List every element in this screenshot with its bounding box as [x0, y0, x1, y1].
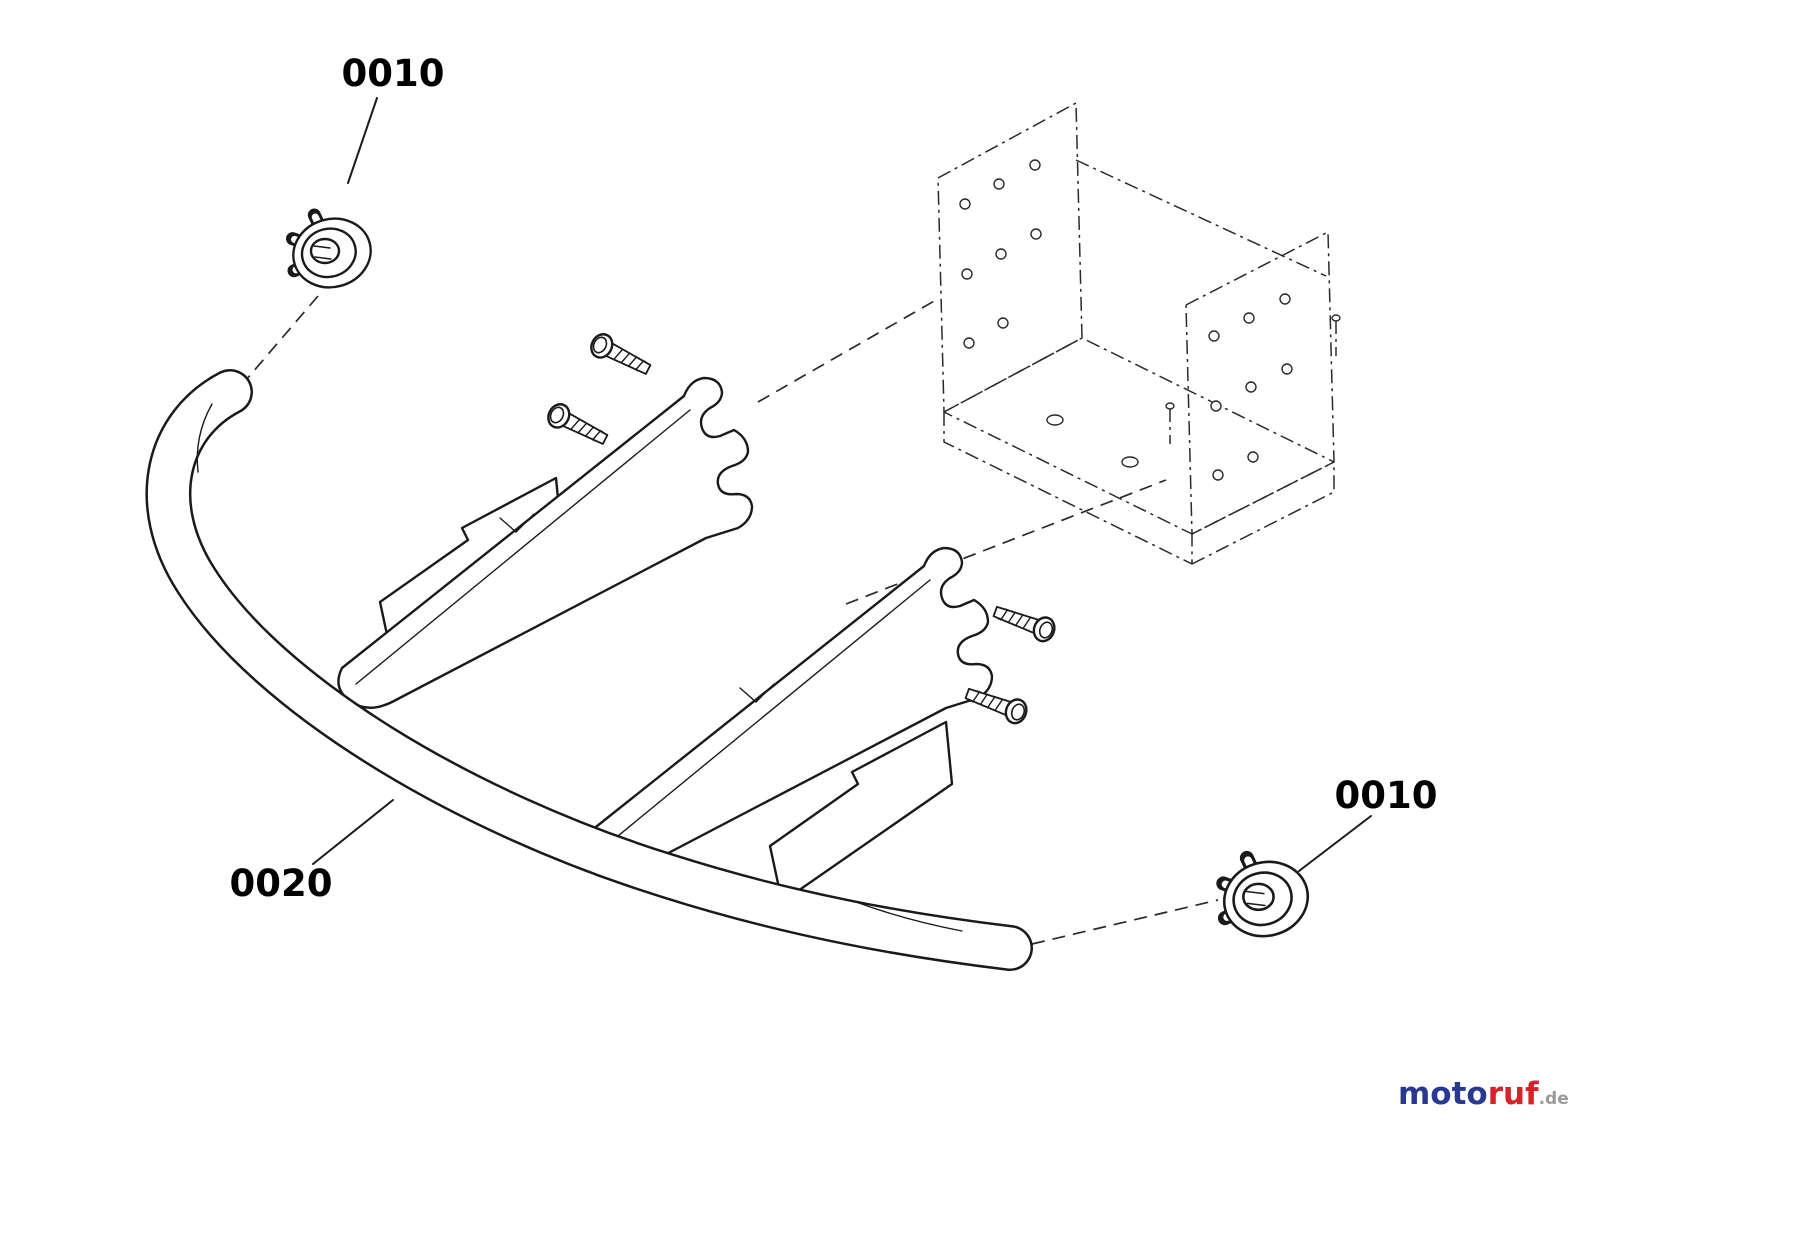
watermark-de: .de — [1539, 1089, 1569, 1109]
frame-left-plate — [937, 102, 1083, 413]
frame-floor-rim — [943, 412, 1335, 565]
bracket-assembly — [337, 376, 994, 904]
assembly-leader-lines — [245, 295, 1219, 945]
part-label-0010-top: 0010 — [342, 52, 445, 95]
callout-lines — [312, 97, 1372, 872]
bracket-left — [337, 376, 754, 709]
tube-bend-crease-left — [196, 403, 213, 473]
end-cap-top — [286, 210, 379, 296]
part-label-0020: 0020 — [230, 862, 333, 905]
leader-cap-bottom-to-tube — [1031, 899, 1219, 945]
part-label-0010-bottom: 0010 — [1335, 774, 1438, 817]
watermark-moto: moto — [1398, 1076, 1488, 1112]
tube-bend-crease-right — [855, 901, 963, 932]
pointer-0010-top — [347, 97, 378, 184]
end-cap-bottom — [1216, 853, 1316, 946]
bumper-tube — [145, 369, 1033, 971]
watermark-ruf: ruf — [1488, 1076, 1539, 1112]
leader-bracket-left-to-frame — [757, 299, 937, 403]
pointer-0010-bottom — [1298, 815, 1372, 872]
frame-holes — [959, 159, 1293, 481]
frame-cross-rail — [1075, 159, 1327, 277]
frame-pins — [1165, 314, 1341, 444]
frame-floor — [943, 337, 1335, 535]
bolt-upper-1 — [586, 329, 655, 382]
frame-assembly-phantom — [937, 102, 1341, 565]
bracket-right — [577, 546, 994, 879]
watermark-logo: motoruf.de — [1398, 1076, 1569, 1112]
leader-cap-top-to-tube — [245, 295, 319, 381]
bolt-lower-1 — [989, 599, 1059, 646]
bolt-upper-2 — [543, 399, 612, 452]
leader-bracket-right-to-frame — [845, 479, 1167, 605]
frame-right-plate — [1185, 231, 1335, 535]
pointer-0020 — [312, 799, 394, 865]
